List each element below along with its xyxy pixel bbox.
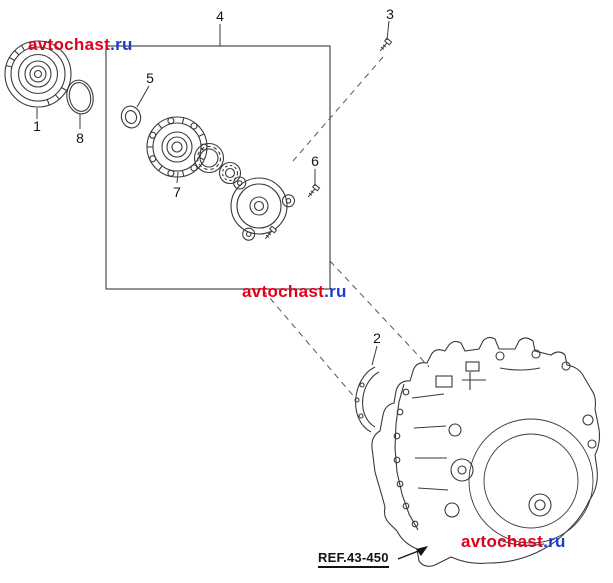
- housing-fins: [147, 117, 205, 177]
- callout-label-4: 4: [216, 8, 224, 24]
- oring-part: [66, 79, 94, 115]
- watermark-top-left: avtochast.ru: [28, 36, 133, 53]
- assembly-group-box: [105, 45, 331, 290]
- watermark-brand-text: avtochast: [28, 35, 111, 54]
- ref-arrow: [397, 546, 428, 560]
- callout-label-6: 6: [311, 153, 319, 169]
- ref-43-450-link[interactable]: REF.43-450: [318, 551, 389, 568]
- watermark-bottom-right: avtochast.ru: [461, 533, 566, 550]
- bolt-part-6: [307, 183, 321, 198]
- callout-label-1: 1: [33, 118, 41, 134]
- transmission-case-drawing: [371, 336, 601, 567]
- callout-label-5: 5: [146, 70, 154, 86]
- pump-inner-rotor: [193, 142, 225, 174]
- bolt-part-3: [379, 37, 393, 52]
- callout-label-7: 7: [173, 184, 181, 200]
- callout-label-3: 3: [386, 6, 394, 22]
- callout-label-8: 8: [76, 130, 84, 146]
- mounting-flange-line: [394, 383, 419, 531]
- watermark-brand-text: avtochast: [461, 532, 544, 551]
- torque-converter-part: [4, 40, 72, 108]
- oil-pump-housing-part: [146, 116, 208, 178]
- oil-seal-part: [120, 105, 142, 129]
- oil-pump-cover-part: [230, 176, 296, 241]
- assembly-dashed-lines: [262, 56, 430, 400]
- watermark-tld-text: .ru: [324, 282, 347, 301]
- gasket-part: [354, 366, 380, 433]
- callout-label-2: 2: [373, 330, 381, 346]
- watermark-tld-text: .ru: [110, 35, 133, 54]
- bolt-small: [264, 225, 278, 240]
- watermark-tld-text: .ru: [543, 532, 566, 551]
- pump-outer-rotor: [218, 161, 242, 185]
- callout-leader-lines: [36, 20, 390, 366]
- watermark-brand-text: avtochast: [242, 282, 325, 301]
- converter-hatching: [5, 41, 67, 106]
- case-rib-lines: [411, 393, 449, 491]
- watermark-center: avtochast.ru: [242, 283, 347, 300]
